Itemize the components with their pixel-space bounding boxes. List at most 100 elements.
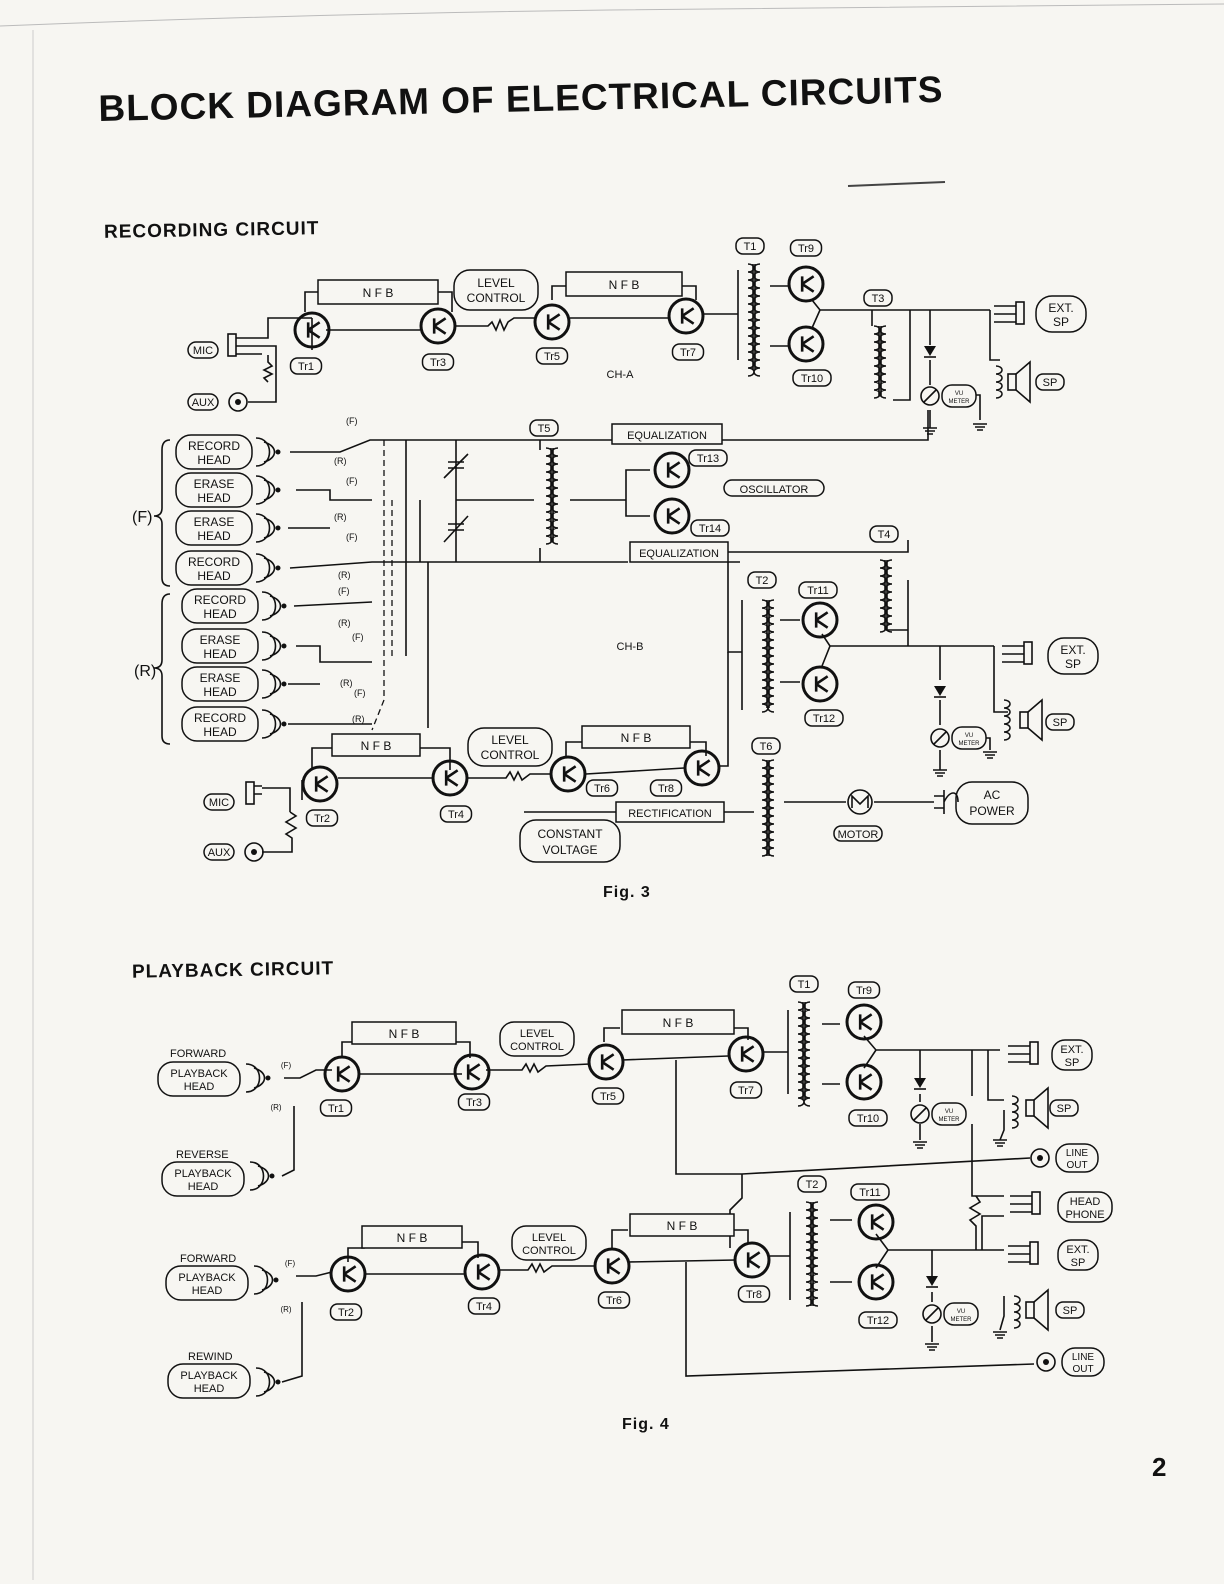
svg-text:SP: SP — [1071, 1257, 1086, 1269]
svg-text:SP: SP — [1053, 717, 1068, 729]
pb-speaker-icon-b — [1025, 1288, 1049, 1332]
transistor-label: Tr9 — [789, 239, 823, 257]
pb-tr5-transistor — [587, 1043, 625, 1081]
switch-r-label: (R) — [280, 1305, 291, 1314]
switch-f-label: (F) — [285, 1259, 296, 1268]
svg-text:HEAD: HEAD — [197, 529, 231, 543]
nfb-block-3: N F B — [331, 733, 421, 757]
svg-text:EXT.: EXT. — [1060, 1044, 1083, 1056]
svg-text:T2: T2 — [806, 1179, 819, 1191]
transistor-label: Tr6 — [597, 1291, 631, 1309]
ext-sp-jack-a — [994, 301, 1025, 325]
nfb-block-5: N F B — [351, 1021, 457, 1045]
pb-ext-sp-label-b: EXT.SP — [1057, 1239, 1099, 1271]
pb-tr3-transistor — [453, 1053, 491, 1091]
svg-text:ERASE: ERASE — [194, 515, 235, 529]
svg-text:HEAD: HEAD — [197, 491, 231, 505]
svg-text:RECORD: RECORD — [188, 555, 240, 569]
transistor-label: Tr2 — [305, 809, 339, 827]
t4-transformer-secondary — [885, 559, 893, 633]
transformer-label: T3 — [863, 289, 893, 307]
svg-text:N F B: N F B — [609, 278, 640, 292]
svg-text:HEAD: HEAD — [192, 1285, 223, 1297]
ground-b2 — [983, 751, 997, 759]
fig4-caption: Fig. 4 — [622, 1416, 670, 1433]
svg-text:RECORD: RECORD — [188, 439, 240, 453]
svg-text:Tr6: Tr6 — [606, 1295, 622, 1307]
nfb-block-8: N F B — [629, 1213, 735, 1237]
speaker-coil-b — [1003, 699, 1011, 741]
group-r-label: (R) — [134, 663, 156, 680]
svg-text:CONSTANT: CONSTANT — [537, 827, 603, 841]
svg-text:CONTROL: CONTROL — [510, 1041, 564, 1053]
svg-text:PHONE: PHONE — [1065, 1209, 1104, 1221]
transformer-label: T2 — [747, 571, 777, 589]
transistor-label: Tr12 — [804, 709, 844, 727]
svg-text:PLAYBACK: PLAYBACK — [178, 1272, 236, 1284]
ext-sp-jack-b — [1002, 641, 1033, 665]
tr2-transistor — [301, 765, 339, 803]
sp-label-b: SP — [1045, 713, 1075, 731]
diode-b — [934, 686, 946, 698]
speaker-icon-a — [1007, 360, 1031, 404]
svg-text:CONTROL: CONTROL — [522, 1245, 576, 1257]
svg-text:AUX: AUX — [208, 847, 231, 859]
transistor-label: Tr13 — [688, 449, 728, 467]
pb-ground-a2 — [993, 1139, 1007, 1147]
svg-text:T3: T3 — [872, 293, 885, 305]
svg-text:N F B: N F B — [361, 739, 392, 753]
svg-text:OUT: OUT — [1066, 1160, 1087, 1171]
switch-f-label: (F) — [346, 532, 358, 542]
tr4-transistor — [431, 759, 469, 797]
tape-head-icon — [245, 1063, 271, 1093]
svg-text:OSCILLATOR: OSCILLATOR — [740, 484, 809, 496]
nfb-block-2: N F B — [565, 271, 683, 297]
svg-text:Tr14: Tr14 — [699, 523, 721, 535]
transformer-label: T6 — [751, 737, 781, 755]
svg-text:RECTIFICATION: RECTIFICATION — [628, 808, 712, 820]
svg-text:SP: SP — [1065, 1057, 1080, 1069]
transistor-label: Tr6 — [585, 779, 619, 797]
transistor-label: Tr1 — [319, 1099, 353, 1117]
ext-sp-label-b: EXT.SP — [1047, 637, 1099, 675]
switch-f-label: (F) — [354, 688, 366, 698]
svg-text:Tr12: Tr12 — [867, 1315, 889, 1327]
switch-r-label: (R) — [334, 512, 347, 522]
rewind-label: REWIND — [188, 1351, 233, 1363]
tr8-transistor — [683, 749, 721, 787]
switch-r-label: (R) — [340, 678, 353, 688]
transformer-label: T1 — [789, 975, 819, 993]
svg-text:METER: METER — [959, 741, 981, 747]
ground-a — [923, 427, 937, 435]
svg-text:VU: VU — [965, 733, 973, 739]
tr3-transistor — [419, 307, 457, 345]
motor-icon — [847, 789, 873, 815]
pb-tr12-transistor — [857, 1263, 895, 1301]
svg-text:MOTOR: MOTOR — [838, 829, 879, 841]
forward-label: FORWARD — [170, 1048, 226, 1060]
svg-text:Tr7: Tr7 — [680, 347, 696, 359]
ch-b-label: CH-B — [617, 641, 644, 653]
speaker-icon-b — [1019, 698, 1043, 742]
svg-text:SP: SP — [1063, 1305, 1078, 1317]
resistor-icon — [968, 1195, 982, 1250]
ground-b — [933, 769, 947, 777]
ground-a2 — [973, 423, 987, 431]
svg-text:ERASE: ERASE — [194, 477, 235, 491]
svg-text:Tr2: Tr2 — [338, 1307, 354, 1319]
tr9-transistor — [787, 265, 825, 303]
svg-text:Tr2: Tr2 — [314, 813, 330, 825]
switch-r-label: (R) — [338, 618, 351, 628]
svg-text:AUX: AUX — [192, 397, 215, 409]
svg-text:Tr3: Tr3 — [466, 1097, 482, 1109]
transistor-label: Tr11 — [850, 1183, 890, 1201]
